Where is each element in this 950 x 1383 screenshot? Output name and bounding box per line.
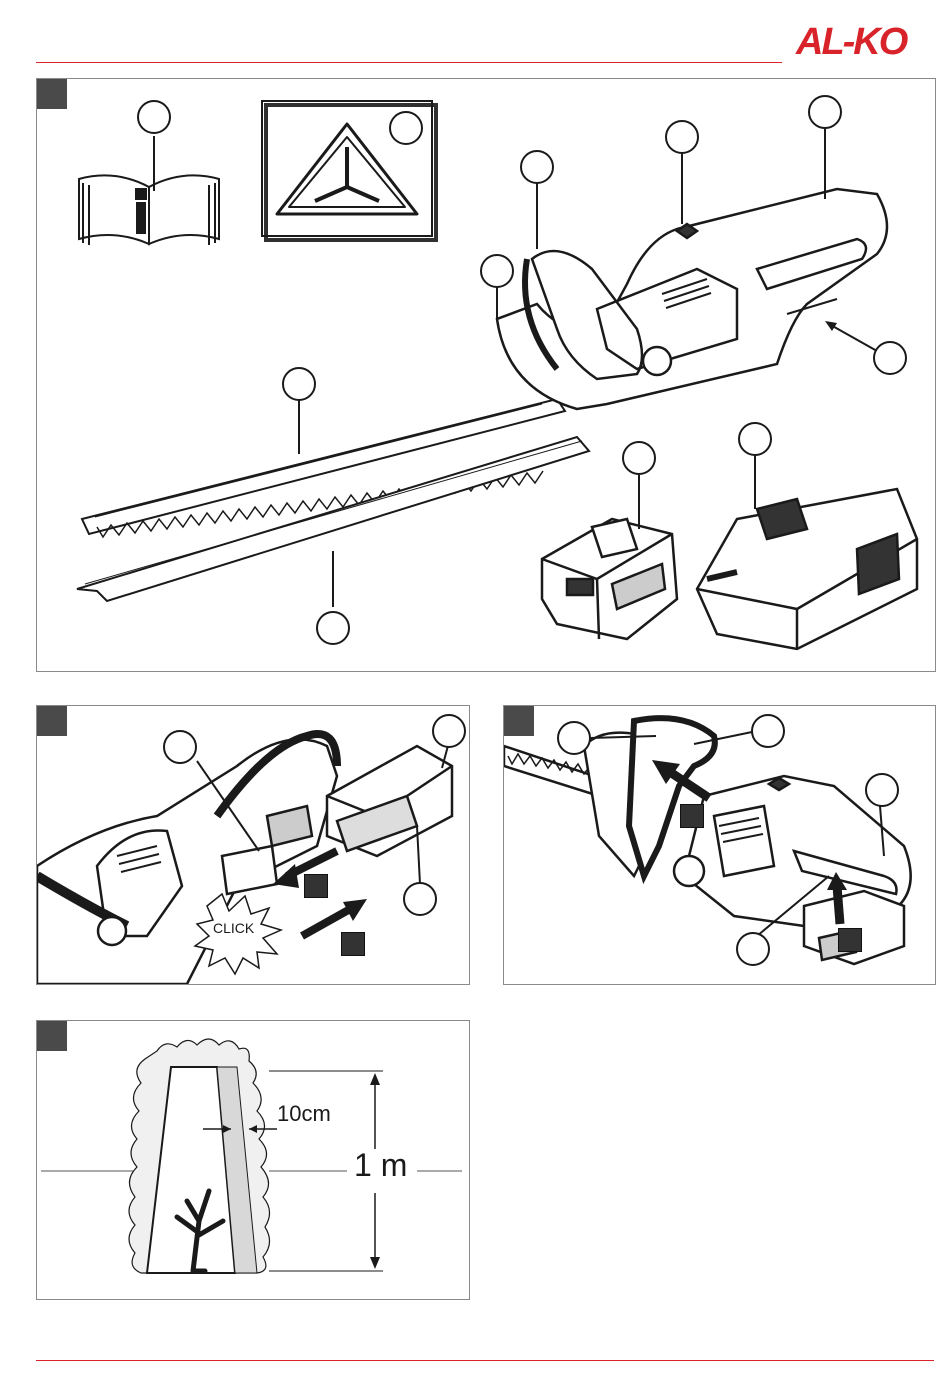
- callout-3: [520, 150, 554, 184]
- callout-10: [738, 422, 772, 456]
- callout-c: [403, 882, 437, 916]
- step-a-marker: [680, 804, 704, 828]
- callout-a: [163, 730, 197, 764]
- header-rule: [36, 62, 782, 63]
- book-info-icon: [79, 175, 219, 245]
- callout-8: [282, 367, 316, 401]
- step-b-marker: [341, 932, 365, 956]
- battery-insert-drawing: [37, 706, 469, 984]
- callout-4: [665, 120, 699, 154]
- overview-panel: [36, 78, 936, 672]
- callout-11: [316, 611, 350, 645]
- callout-b: [432, 714, 466, 748]
- callout-2: [389, 111, 423, 145]
- hedge-cut-panel: 10cm 1 m: [36, 1020, 470, 1300]
- step-a-marker: [304, 874, 328, 898]
- callout-f: [865, 773, 899, 807]
- height-label: 1 m: [354, 1147, 407, 1184]
- hedge-trimmer-overview-drawing: [37, 79, 935, 671]
- callout-g: [736, 932, 770, 966]
- click-label: CLICK: [213, 920, 254, 936]
- battery-insert-panel: CLICK: [36, 705, 470, 985]
- callout-e: [751, 714, 785, 748]
- callout-6: [480, 254, 514, 288]
- callout-d: [557, 721, 591, 755]
- pull-arrow: [837, 886, 840, 924]
- width-label: 10cm: [277, 1101, 331, 1127]
- alko-logo: AL-KO: [796, 22, 936, 62]
- trimmer-body: [497, 189, 887, 409]
- battery-charger: [697, 489, 917, 649]
- callout-9: [622, 441, 656, 475]
- start-switch-panel: [503, 705, 936, 985]
- callout-1: [137, 100, 171, 134]
- callout-7: [873, 341, 907, 375]
- callout-5: [808, 95, 842, 129]
- step-b-marker: [838, 928, 862, 952]
- battery-pack: [542, 519, 677, 639]
- switch-pointer-arrow: [829, 324, 877, 351]
- footer-rule: [36, 1360, 934, 1361]
